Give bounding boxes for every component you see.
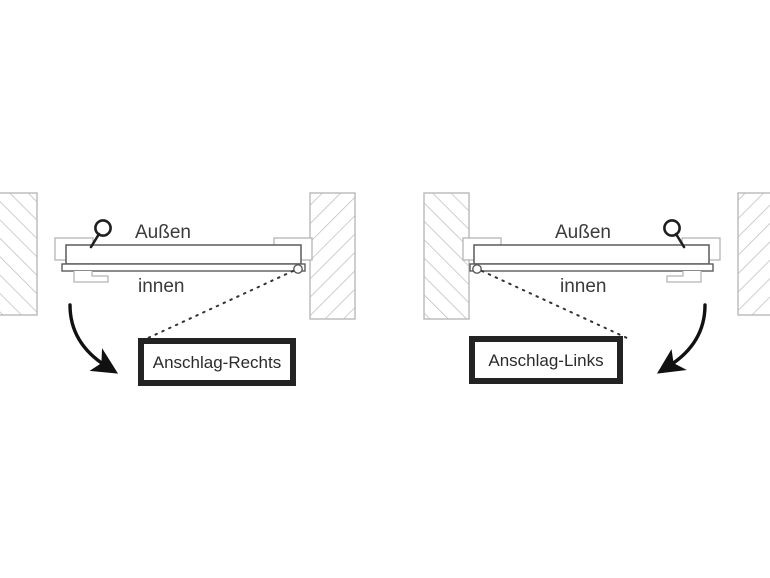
wall-block-left [423, 192, 470, 320]
label-box-anschlag-links[interactable]: Anschlag-Links [469, 336, 623, 384]
wall-block-right [737, 192, 770, 316]
label-box-text: Anschlag-Rechts [153, 353, 282, 372]
door-bottom-rail [61, 263, 306, 272]
inside-label: innen [560, 276, 607, 297]
inside-label: innen [138, 276, 185, 297]
outside-label: Außen [135, 222, 191, 243]
panel-anschlag-links: Außen innen Anschlag-Links [423, 192, 770, 384]
swing-direction-arrow-icon [656, 303, 707, 374]
outside-label: Außen [555, 222, 611, 243]
label-box-anschlag-rechts[interactable]: Anschlag-Rechts [138, 338, 296, 386]
wall-block-right [309, 192, 356, 320]
label-box-text: Anschlag-Links [488, 351, 603, 370]
wall-block-left [0, 192, 38, 316]
door-stop-detail [73, 271, 109, 283]
door-leaf [473, 244, 710, 265]
door-assembly [462, 237, 721, 283]
door-leaf [65, 244, 302, 265]
door-stop-detail [666, 271, 702, 283]
panel-anschlag-rechts: Außen innen Anschlag-Rechts [0, 192, 356, 386]
hinge-pivot-icon [472, 264, 482, 274]
swing-direction-arrow-icon [68, 303, 119, 374]
door-handle-knob-icon [89, 219, 112, 249]
hinge-pivot-icon [293, 264, 303, 274]
door-assembly [54, 237, 313, 283]
door-bottom-rail [469, 263, 714, 272]
door-handle-knob-icon [663, 219, 686, 249]
